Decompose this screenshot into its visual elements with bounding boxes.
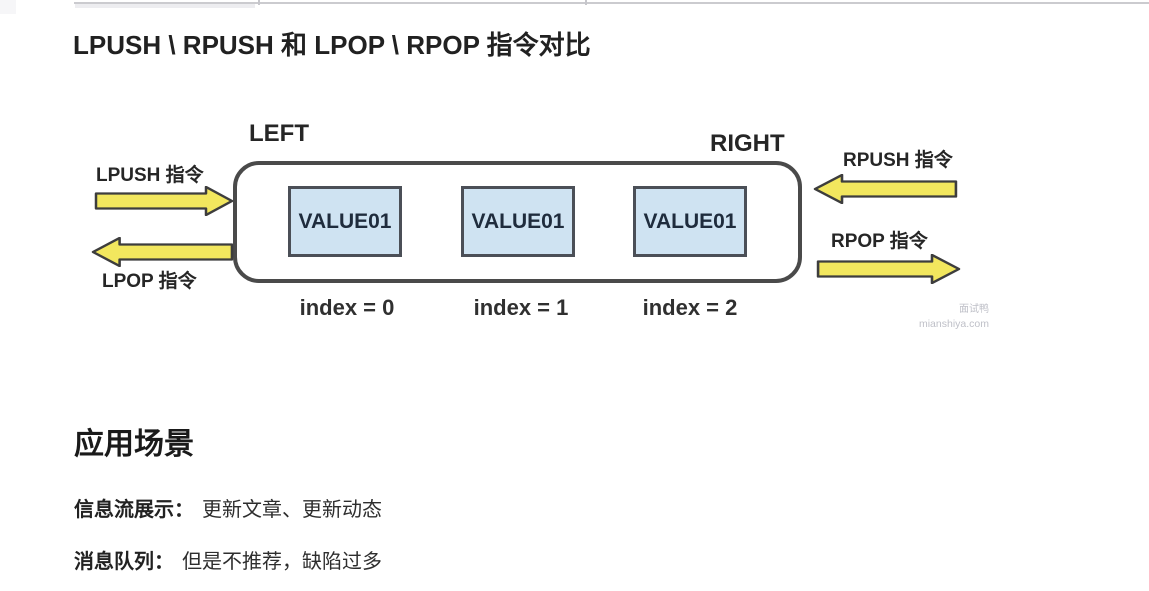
usage-line-text: 但是不推荐，缺陷过多 <box>182 551 382 573</box>
index-label: index = 1 <box>473 295 569 320</box>
usage-line: 消息队列： 但是不推荐，缺陷过多 <box>74 550 382 574</box>
lpop-command-label: LPOP 指令 <box>102 271 197 292</box>
rpush-arrow-left-icon <box>813 174 958 204</box>
index-label: index = 2 <box>642 295 738 320</box>
page-title: LPUSH \ RPUSH 和 LPOP \ RPOP 指令对比 <box>73 30 591 60</box>
table-column-divider <box>585 0 587 5</box>
list-element: VALUE01 <box>461 186 575 257</box>
usage-line-label: 信息流展示： <box>74 499 194 521</box>
lpush-command-label: LPUSH 指令 <box>96 165 204 186</box>
rpop-command-label: RPOP 指令 <box>831 231 928 252</box>
watermark-site-url: mianshiya.com <box>918 317 989 330</box>
right-end-label: RIGHT <box>710 130 785 157</box>
rpush-command-label: RPUSH 指令 <box>843 150 953 171</box>
lpush-arrow-right-icon <box>94 186 234 216</box>
corner-shade <box>0 0 16 14</box>
site-watermark: 面试鸭 mianshiya.com <box>849 303 989 331</box>
section-heading: 应用场景 <box>74 428 194 461</box>
index-label: index = 0 <box>299 295 395 320</box>
usage-line: 信息流展示： 更新文章、更新动态 <box>74 498 382 522</box>
rpop-arrow-right-icon <box>816 254 961 284</box>
table-border-remnant <box>74 2 1149 4</box>
lpop-arrow-left-icon <box>91 237 234 267</box>
table-column-divider <box>258 0 260 5</box>
usage-line-text: 更新文章、更新动态 <box>202 499 382 521</box>
left-end-label: LEFT <box>249 120 309 147</box>
usage-line-label: 消息队列： <box>74 551 174 573</box>
list-element: VALUE01 <box>288 186 402 257</box>
table-row-shadow <box>75 4 255 8</box>
watermark-site-name: 面试鸭 <box>959 304 989 315</box>
list-element: VALUE01 <box>633 186 747 257</box>
